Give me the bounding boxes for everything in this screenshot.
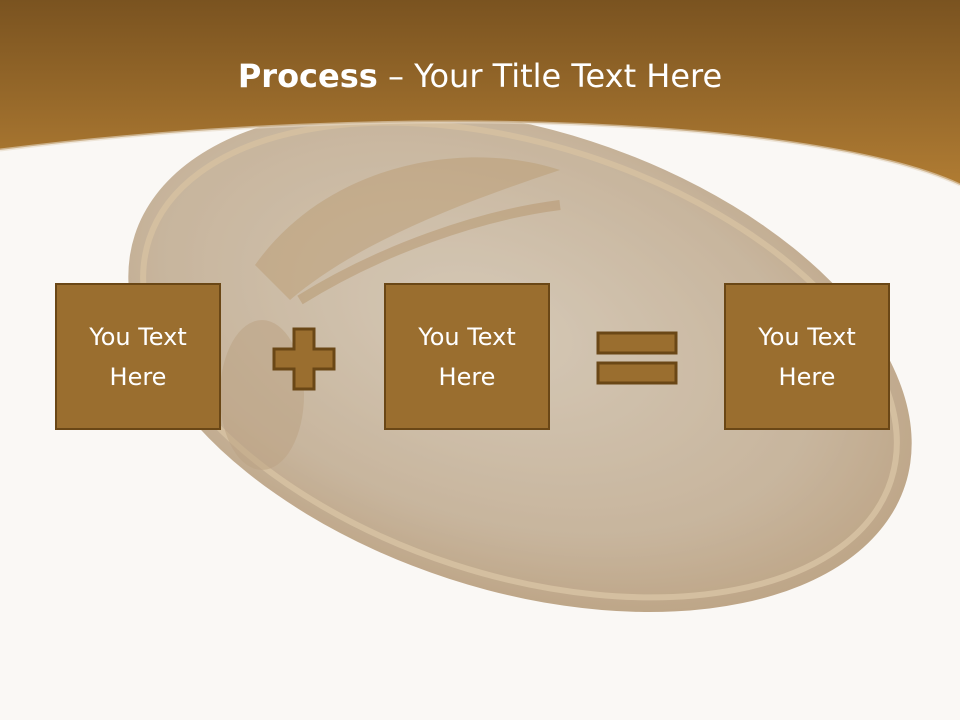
process-box-2-text: You Text Here [418,322,516,391]
plus-icon [272,327,336,391]
process-box-1-text: You Text Here [89,322,187,391]
title-bold: Process [237,57,378,95]
title-rest: – Your Title Text Here [377,57,723,95]
process-box-3[interactable]: You Text Here [724,283,890,430]
slide-title: Process – Your Title Text Here [0,52,960,100]
process-box-1[interactable]: You Text Here [55,283,221,430]
process-box-2[interactable]: You Text Here [384,283,550,430]
process-box-3-text: You Text Here [758,322,856,391]
equals-icon [596,331,678,385]
